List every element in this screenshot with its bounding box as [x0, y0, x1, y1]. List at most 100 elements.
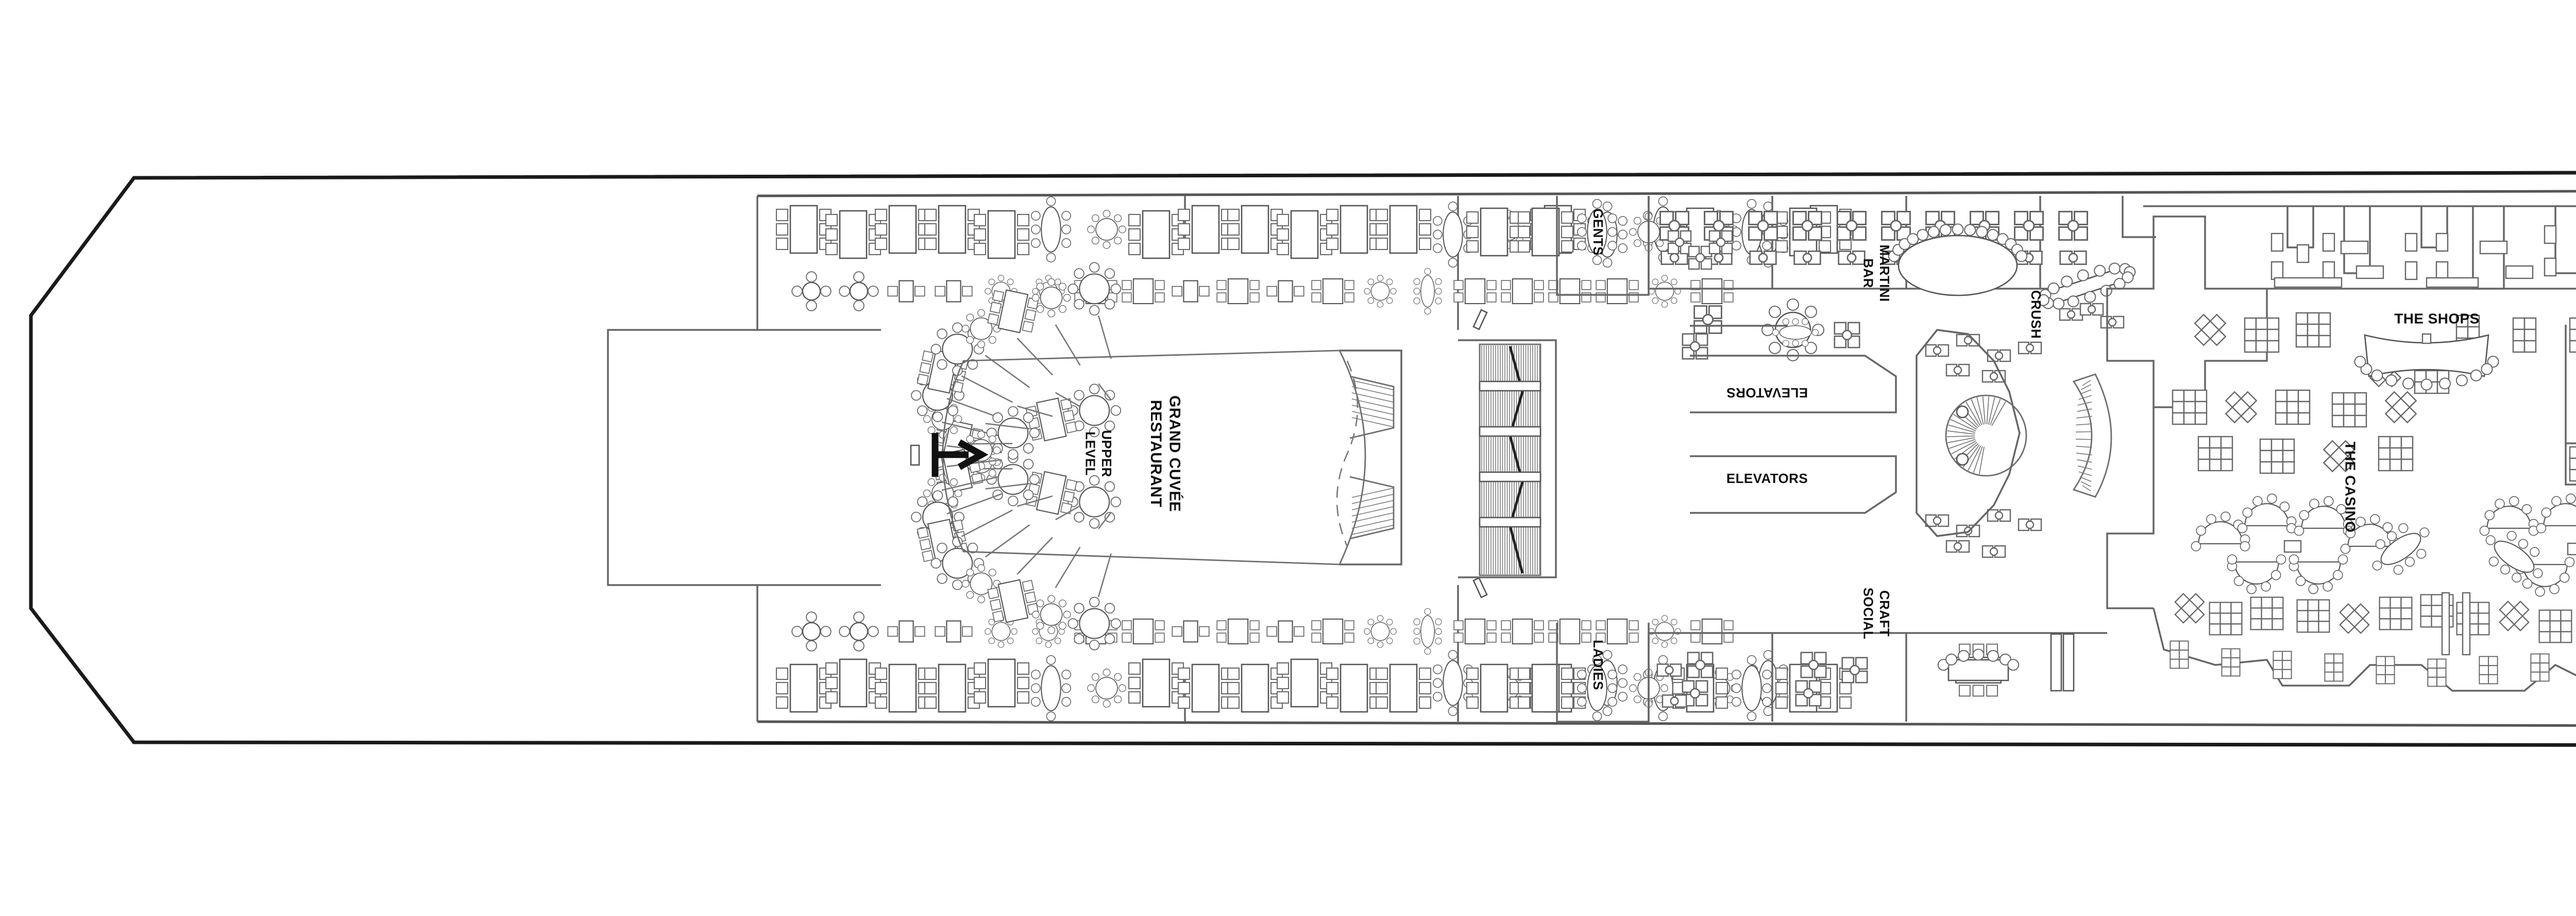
furniture-slot-bank-3x3	[2456, 602, 2490, 636]
furniture-slot-bank-3x3	[2295, 312, 2331, 348]
craft-social-zone	[1648, 334, 2107, 722]
furniture-lounge-2	[1987, 509, 2011, 522]
furniture-tbl-rect-6	[875, 206, 930, 253]
furniture-tbl-rect-6	[1467, 664, 1521, 712]
furniture-slot-bank-2x3	[2479, 656, 2498, 685]
furniture-tbl-rect-6	[1376, 664, 1431, 712]
furniture-tbl-rect-6	[1178, 664, 1233, 712]
furniture-tbl-rect-6	[1228, 664, 1282, 712]
furniture-lounge-2	[1981, 545, 2006, 558]
furniture-tbl-rect-6	[1518, 664, 1573, 712]
furniture-tbl-rect-6	[776, 664, 831, 712]
forward-grand-staircase	[1458, 339, 1557, 578]
label-the-casino: THE CASINO	[2343, 442, 2359, 533]
furniture-lounge-2	[1793, 250, 1821, 265]
furniture-case-wide	[2355, 265, 2384, 279]
furniture-case-sm	[2322, 232, 2335, 252]
furniture-lounge-2	[2059, 308, 2083, 321]
furniture-tbl-rect-6	[1327, 664, 1381, 712]
furniture-tbl-rect-6	[1277, 211, 1332, 258]
furniture-case-sm	[2322, 261, 2335, 280]
furniture-slot-bank-3x3	[2209, 602, 2243, 636]
shop-counter	[2274, 277, 2343, 288]
furniture-slot-bank-2x3	[2569, 446, 2576, 482]
midship-elevator-lobby	[1690, 325, 2112, 537]
furniture-slot-bank-2x3	[2170, 640, 2189, 669]
furniture-slot-bank-2x3	[2569, 317, 2576, 353]
furniture-lounge-2	[2100, 315, 2125, 329]
furniture-case-sm	[2544, 225, 2557, 244]
furniture-tbl-round-8	[1068, 597, 1121, 650]
furniture-slot-bank-2x3	[2376, 656, 2395, 685]
furniture-case-sm	[2270, 232, 2284, 252]
furniture-lounge-2	[2018, 341, 2042, 355]
furniture-tbl-rect-6	[1129, 659, 1183, 707]
label-text: BAR	[1860, 258, 1876, 288]
ship-hull-outline	[29, 171, 2576, 747]
furniture-slot-bank-2x3	[2324, 653, 2344, 682]
furniture-slot-bank-2x3	[2221, 648, 2241, 677]
furniture-tbl-round-8	[1032, 279, 1070, 317]
furniture-lounge-2	[2018, 518, 2042, 531]
furniture-tbl-round-8	[1649, 275, 1681, 307]
label-text: UPPER	[1099, 430, 1114, 477]
doorway-marks	[1472, 309, 1488, 598]
furniture-case-sm	[2435, 232, 2449, 252]
furniture-tbl-round-8	[1649, 615, 1681, 647]
furniture-lounge-2	[1945, 540, 1970, 553]
furniture-lounge-2	[2079, 303, 2104, 316]
label-crush: CRUSH	[2028, 290, 2044, 339]
furniture-slot-bank-2x3	[2273, 651, 2292, 679]
the-shops-zone	[2106, 196, 2576, 408]
furniture-slot-bank-2x3	[2512, 317, 2537, 353]
furniture-tbl-rect-6	[1376, 206, 1431, 253]
furniture-case-wide	[2505, 265, 2534, 279]
furniture-tbl-rect-6	[1178, 206, 1233, 253]
furniture-case-sm	[2270, 261, 2284, 280]
furniture-tbl-rect-6	[826, 659, 880, 707]
shop-counter	[2426, 277, 2479, 288]
furniture-case-wide	[2479, 240, 2508, 255]
furniture-case-sm	[2544, 257, 2557, 277]
furniture-case-sm	[2404, 261, 2418, 280]
furniture-lounge-2	[1987, 349, 2011, 362]
furniture-tbl-round-8	[1068, 262, 1121, 315]
label-text: LADIES	[1590, 640, 1606, 690]
label-elevators-mid-upper: ELEVATORS	[1726, 385, 1808, 401]
furniture-tbl-rect-6	[776, 206, 831, 253]
furniture-lounge-2	[1956, 334, 1980, 347]
furniture-slot-bank-3x3	[2379, 596, 2413, 630]
furniture-slot-bank-3x3	[2250, 596, 2284, 630]
label-text: RESTAURANT	[1147, 400, 1164, 507]
furniture-case-sm	[2296, 244, 2310, 263]
furniture-slot-bank-3x3	[2275, 389, 2311, 425]
furniture-tbl-rect-6	[1518, 208, 1573, 256]
furniture-slot-bank-2x3	[2530, 653, 2550, 682]
furniture-tbl-rect-6	[1129, 211, 1183, 258]
furniture-lounge-2	[2059, 250, 2087, 265]
label-elevators-mid-lower: ELEVATORS	[1726, 471, 1808, 486]
label-text: CRAFT	[1877, 590, 1892, 637]
furniture-slot-bank-3x3	[2172, 389, 2208, 425]
furniture-case-sm	[2435, 261, 2449, 280]
furniture-tbl-rect-6	[974, 659, 1029, 707]
label-the-shops: THE SHOPS	[2394, 310, 2479, 326]
furniture-slot-bank-3x3	[2296, 599, 2330, 633]
deck-structure-walls	[607, 190, 2576, 727]
label-text: GRAND CUVÉE	[1166, 395, 1183, 512]
furniture-lounge-2	[1925, 514, 1950, 527]
furniture-tbl-rect-6	[875, 664, 930, 712]
martini-bar-zone	[1648, 196, 2136, 361]
furniture-case-wide	[2340, 240, 2369, 255]
furniture-tbl-rect-6	[974, 211, 1029, 258]
furniture-slot-bank-2x3	[2427, 658, 2447, 687]
furniture-lounge-2	[1662, 694, 1687, 708]
the-casino-zone	[2106, 307, 2576, 692]
furniture-slot-bank-3x3	[2538, 609, 2572, 643]
furniture-slot-bank-3x3	[2378, 436, 2414, 472]
label-text: SOCIAL	[1860, 588, 1876, 640]
